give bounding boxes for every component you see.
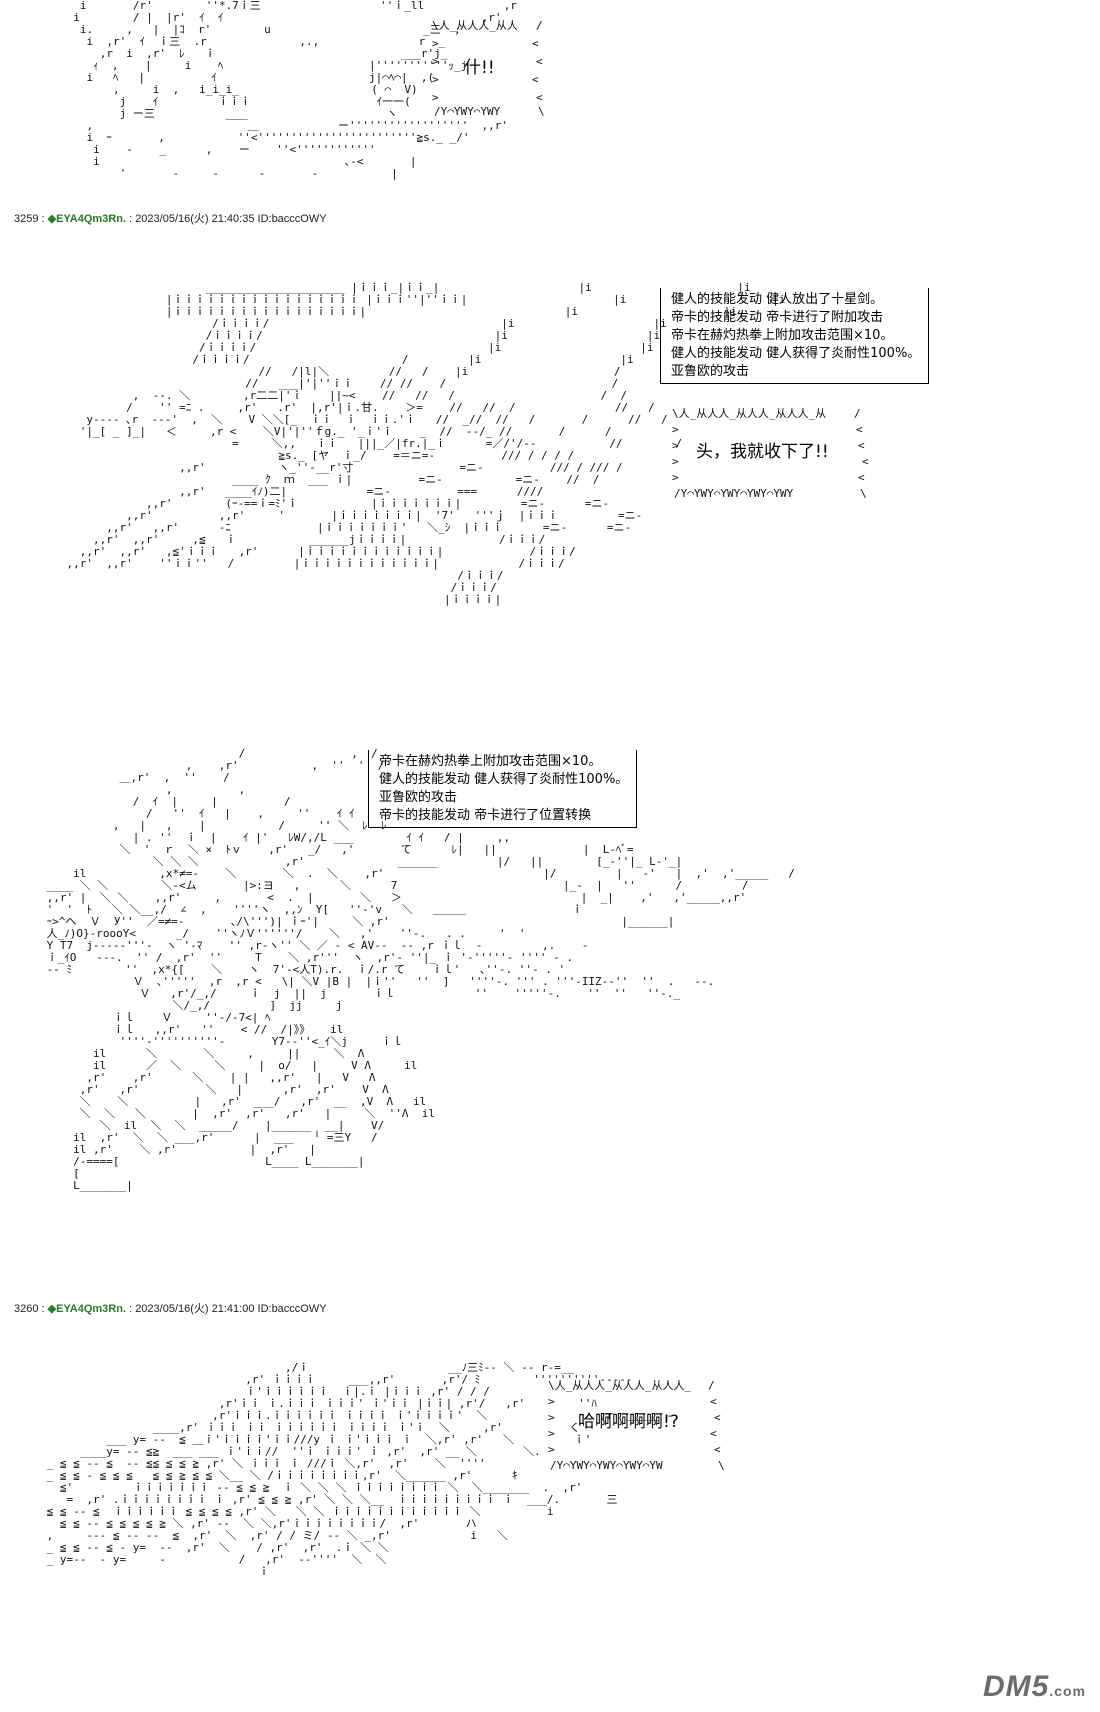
shout-text: 什!! [464,58,495,78]
shout-text: 头，我就收下了!! [696,442,829,462]
separator: : [126,213,136,225]
logo-domain: .com [1049,1683,1086,1699]
site-watermark-logo: DM5.com [983,1670,1086,1704]
post-datetime: 2023/05/16(火) 21:41:00 [135,1303,255,1315]
ascii-art-panel-1: i /r' ''*.7ｉ三 ''ｉ_ll ,r i / | |r' ｲ ｲ ,r… [73,0,517,180]
post-header-3260: 3260 : ◆EYA4Qm3Rn. : 2023/05/16(火) 21:41… [14,1300,327,1316]
narration-line: 帝卡在赫灼热拳上附加攻击范围×10。 [671,328,894,343]
separator: : [38,213,48,225]
narration-line: 帝卡在赫灼热拳上附加攻击范围×10。 [379,754,602,769]
poster-id: ID:bacccOWY [254,213,327,225]
narration-box-1: 健人的技能发动 健人放出了十星剑。 帝卡的技能发动 帝卡进行了附加攻击 帝卡在赫… [660,288,930,384]
shout-bubble-2: \人_从人人_从人人_从人人_从 / >< >< >< >< /Y⌒YWY⌒YW… [672,407,869,500]
narration-line: 健人的技能发动 健人放出了十星剑。 [671,292,884,307]
separator: : [126,1303,136,1315]
poster-id: ID:bacccOWY [254,1303,327,1315]
post-number: 3260 [14,1303,39,1315]
narration-line: 帝卡的技能发动 帝卡进行了位置转换 [379,808,592,823]
narration-line: 亚鲁欧的攻击 [671,364,750,379]
separator: : [38,1303,48,1315]
narration-line: 健人的技能发动 健人获得了炎耐性100%。 [379,772,629,787]
poster-trip[interactable]: ◆EYA4Qm3Rn. [47,1303,127,1315]
shout-bubble-1: \人_从人人_从人 / >< >< >< >< /Y⌒YWY⌒YWY\ 什!! [432,19,545,118]
post-number: 3259 [14,213,39,225]
post-header-3259: 3259 : ◆EYA4Qm3Rn. : 2023/05/16(火) 21:40… [14,210,327,226]
poster-trip[interactable]: ◆EYA4Qm3Rn. [47,213,127,225]
shout-bubble-3: \人_从人人_从人人_从人人_ / >< >< >< >< /Y⌒YWY⌒YWY… [548,1379,725,1472]
narration-box-2: 帝卡在赫灼热拳上附加攻击范围×10。 健人的技能发动 健人获得了炎耐性100%。… [368,750,638,828]
ascii-art-panel-4: ,/ｉ __ﾉ三ﾐ-‐ ＼ ‐‐ r‐=__ ,r' ｉｉｉｉ ___,,r' … [46,1361,673,1578]
ascii-art-panel-2: _____________________ |ｉｉｉ_|ｉｉ_| |i |i |… [66,281,786,606]
narration-line: 帝卡的技能发动 帝卡进行了附加攻击 [671,310,884,325]
post-datetime: 2023/05/16(火) 21:40:35 [135,213,255,225]
ascii-art-panel-3: / , / , ,r' , '' ' / ＿,r' , '' / , , / ｲ… [46,747,795,1192]
logo-mark: DM5 [982,1670,1050,1703]
narration-line: 亚鲁欧的攻击 [379,790,458,805]
narration-line: 健人的技能发动 健人获得了炎耐性100%。 [671,346,921,361]
shout-text: 哈啊啊啊啊!? [578,1412,679,1432]
